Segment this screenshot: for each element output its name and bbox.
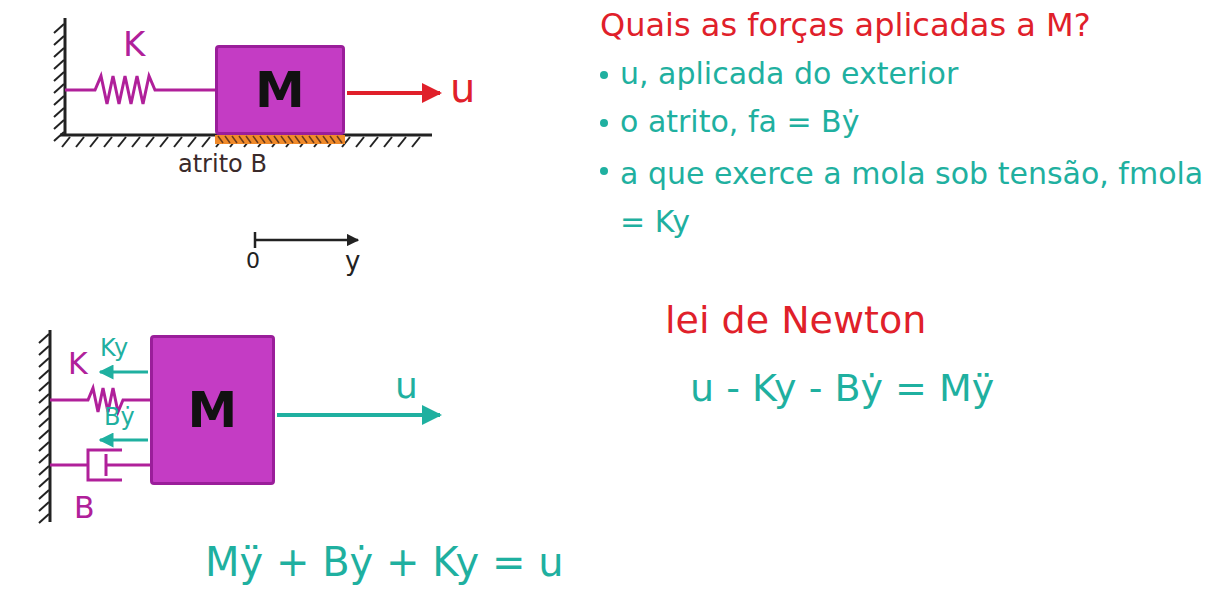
force-label: Ky: [100, 334, 128, 363]
spring-symbol: [65, 76, 215, 104]
axis-variable: y: [345, 246, 360, 277]
force-symbol: u: [450, 64, 475, 112]
force-symbol: u: [395, 364, 418, 407]
input-force-arrow: [347, 91, 440, 95]
bullet-note: o atrito, fa = Bẏ: [620, 104, 859, 140]
axis-origin: 0: [246, 248, 260, 274]
input-force-arrow: [277, 413, 440, 417]
section-heading: lei de Newton: [665, 298, 926, 344]
spring-constant: K: [123, 24, 145, 65]
mass-label: M: [188, 383, 238, 438]
bullet-note: a que exerce a mola sob tensão, fmola = …: [620, 150, 1210, 246]
bullet-note: u, aplicada do exterior: [620, 56, 958, 92]
damper-symbol: [50, 450, 150, 480]
force-label: Bẏ: [104, 403, 135, 432]
friction-force-arrow: [100, 439, 148, 442]
position-axis: [255, 232, 358, 248]
bullet-dots: [600, 71, 608, 175]
question-heading: Quais as forças aplicadas a M?: [600, 6, 1091, 44]
equation: Mÿ + Bẏ + Ky = u: [205, 538, 563, 586]
spring-force-arrow: [100, 371, 148, 374]
damper-constant: B: [74, 490, 95, 526]
mass-block: M: [215, 45, 345, 135]
spring-constant: K: [68, 346, 88, 382]
friction-label: atrito B: [178, 150, 267, 179]
equation: u - Ky - Bẏ = Mÿ: [690, 366, 994, 412]
mass-label: M: [255, 63, 305, 118]
top-wall: [54, 18, 65, 141]
spring-symbol: [50, 388, 150, 412]
mass-block: M: [150, 335, 275, 485]
bottom-wall: [39, 330, 50, 523]
ground-line: [60, 135, 432, 147]
friction-strip: [215, 135, 345, 144]
